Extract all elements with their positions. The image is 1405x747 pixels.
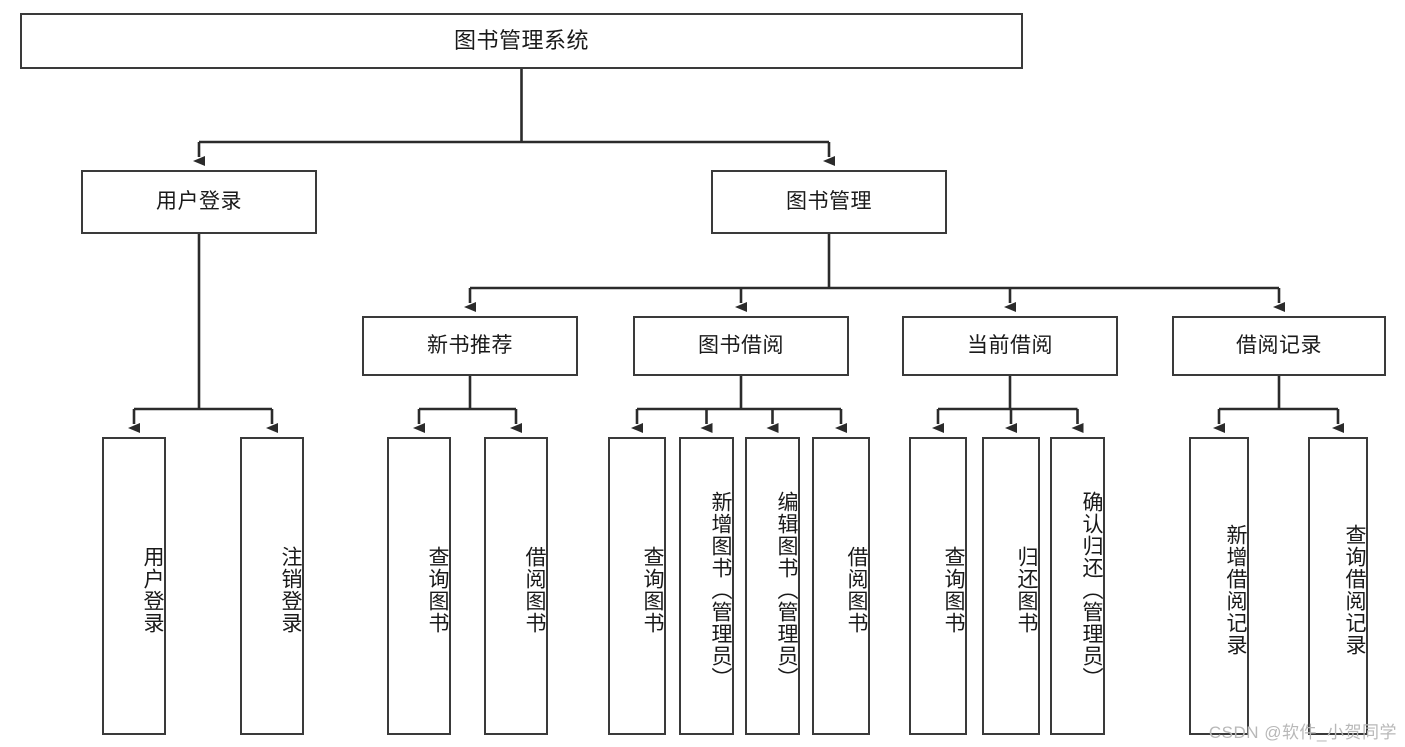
leaf-query-book-2[interactable]: 查询图书: [608, 437, 666, 735]
leaf-query-borrow-record-label: 查询借阅记录: [1343, 524, 1366, 656]
leaf-edit-book-label: 编辑图书（管理员）: [775, 491, 798, 689]
node-borrow-record-label: 借阅记录: [1236, 333, 1322, 357]
node-borrow-record[interactable]: 借阅记录: [1172, 316, 1386, 376]
leaf-query-book-3[interactable]: 查询图书: [909, 437, 967, 735]
leaf-return-book-label: 归还图书: [1015, 546, 1038, 634]
node-current-borrow-label: 当前借阅: [967, 333, 1053, 357]
node-new-book-recommend[interactable]: 新书推荐: [362, 316, 578, 376]
leaf-add-borrow-record-label: 新增借阅记录: [1224, 524, 1247, 656]
node-book-manage[interactable]: 图书管理: [711, 170, 947, 234]
node-book-manage-label: 图书管理: [786, 189, 872, 213]
leaf-borrow-book-2-label: 借阅图书: [845, 546, 868, 634]
leaf-user-login[interactable]: 用户登录: [102, 437, 166, 735]
leaf-confirm-return-label: 确认归还（管理员）: [1080, 491, 1103, 689]
node-book-borrow[interactable]: 图书借阅: [633, 316, 849, 376]
leaf-user-login-label: 用户登录: [141, 546, 164, 634]
leaf-borrow-book-1[interactable]: 借阅图书: [484, 437, 548, 735]
node-root[interactable]: 图书管理系统: [20, 13, 1023, 69]
leaf-logout[interactable]: 注销登录: [240, 437, 304, 735]
watermark: CSDN @软件_小贺同学: [1208, 723, 1397, 742]
node-user-login[interactable]: 用户登录: [81, 170, 317, 234]
leaf-edit-book[interactable]: 编辑图书（管理员）: [745, 437, 800, 735]
leaf-add-book-label: 新增图书（管理员）: [709, 491, 732, 689]
node-root-label: 图书管理系统: [453, 28, 589, 54]
node-user-login-label: 用户登录: [156, 189, 242, 213]
node-book-borrow-label: 图书借阅: [698, 333, 784, 357]
node-new-book-recommend-label: 新书推荐: [427, 333, 513, 357]
node-current-borrow[interactable]: 当前借阅: [902, 316, 1118, 376]
leaf-add-book[interactable]: 新增图书（管理员）: [679, 437, 734, 735]
leaf-query-book-3-label: 查询图书: [942, 546, 965, 634]
leaf-query-book-1[interactable]: 查询图书: [387, 437, 451, 735]
leaf-return-book[interactable]: 归还图书: [982, 437, 1040, 735]
leaf-query-borrow-record[interactable]: 查询借阅记录: [1308, 437, 1368, 735]
leaf-query-book-2-label: 查询图书: [641, 546, 664, 634]
leaf-logout-label: 注销登录: [279, 546, 302, 634]
leaf-add-borrow-record[interactable]: 新增借阅记录: [1189, 437, 1249, 735]
leaf-query-book-1-label: 查询图书: [426, 546, 449, 634]
leaf-borrow-book-2[interactable]: 借阅图书: [812, 437, 870, 735]
leaf-confirm-return[interactable]: 确认归还（管理员）: [1050, 437, 1105, 735]
leaf-borrow-book-1-label: 借阅图书: [523, 546, 546, 634]
